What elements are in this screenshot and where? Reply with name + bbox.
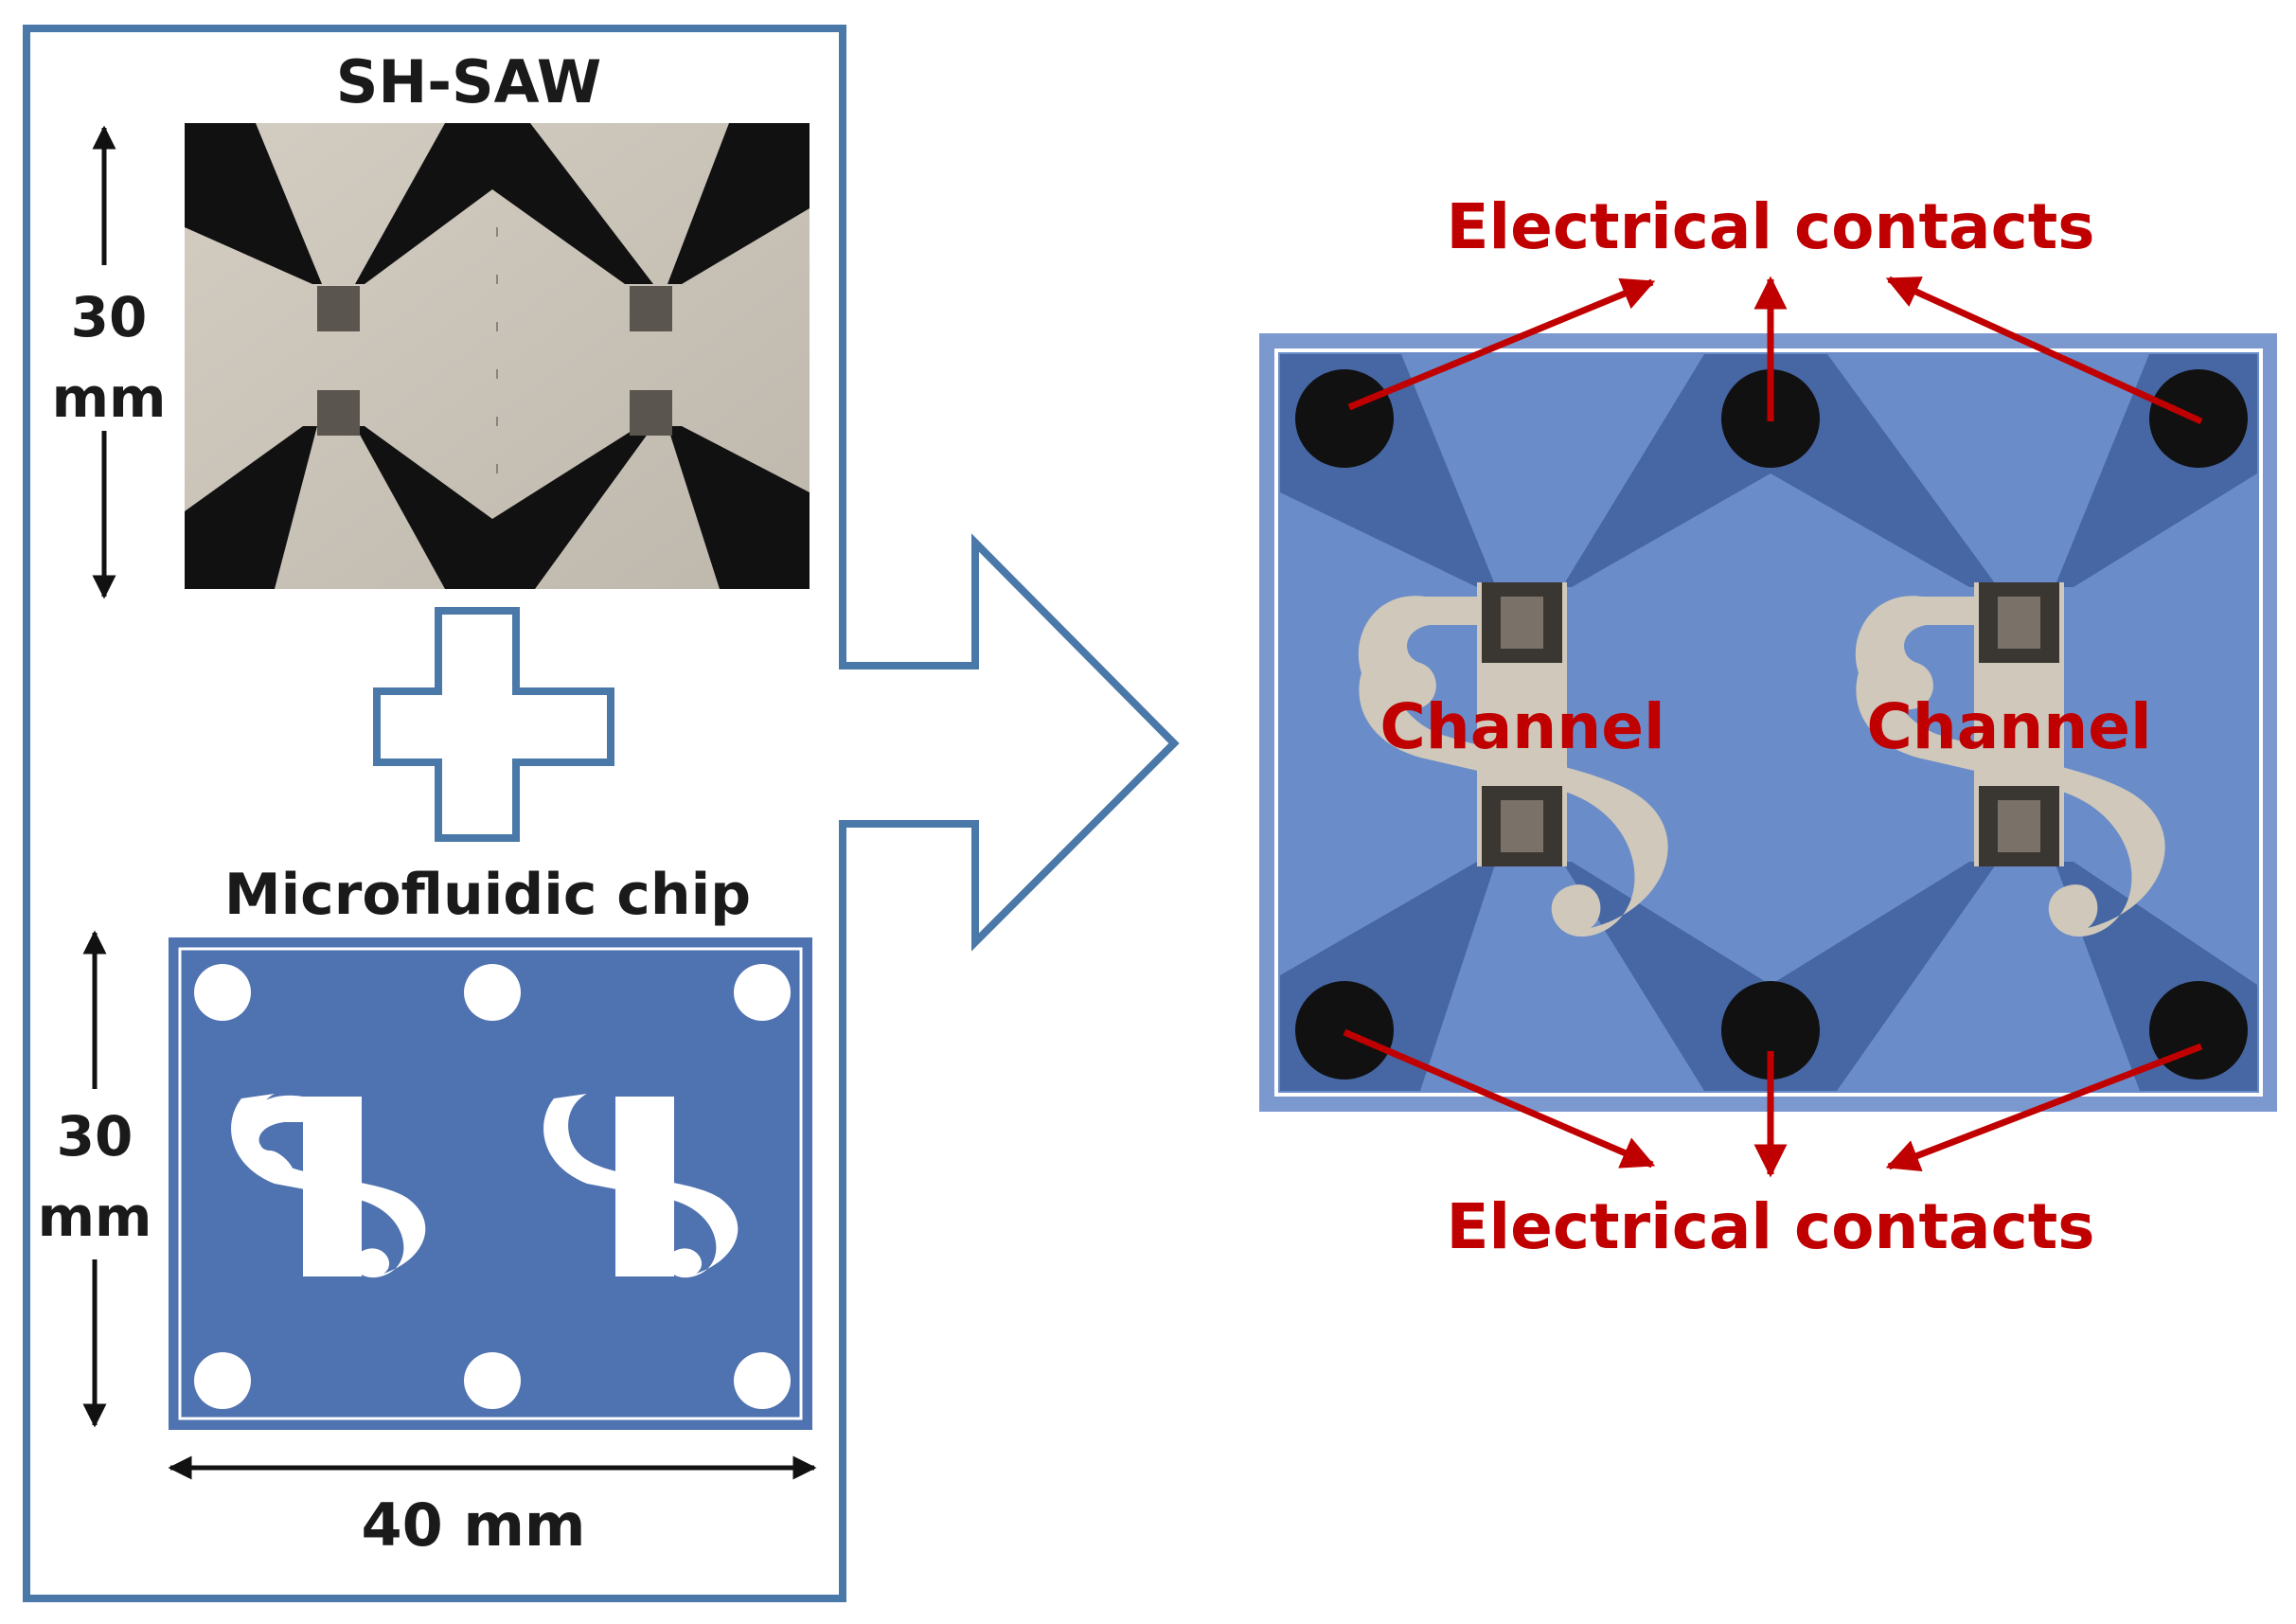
contact-arrow-top-right xyxy=(1885,276,2203,425)
chip-hole-top-middle xyxy=(464,964,521,1021)
contact-pad-bottom-left xyxy=(1295,981,1394,1080)
chip-title: Microfluidic chip xyxy=(224,862,751,928)
contact-pad-top-left xyxy=(1295,369,1394,468)
chip-hole-top-right xyxy=(734,964,791,1021)
microfluidic-chip xyxy=(169,937,812,1430)
channel-label-right: Channel xyxy=(1866,690,2151,763)
saw-height-unit: mm xyxy=(52,366,167,430)
chip-hole-bottom-left xyxy=(194,1352,251,1409)
chip-height-value: 30 xyxy=(57,1104,133,1169)
saw-height-value: 30 xyxy=(71,285,148,349)
channel-label-left: Channel xyxy=(1379,690,1664,763)
electrical-contacts-top-label: Electrical contacts xyxy=(1446,190,2094,263)
chip-hole-bottom-middle xyxy=(464,1352,521,1409)
idt-top-left xyxy=(317,286,360,331)
chip-hole-top-left xyxy=(194,964,251,1021)
electrode-top-right xyxy=(667,123,810,284)
right-panel: Electrical contacts xyxy=(1259,190,2277,1263)
assembled-device xyxy=(1259,333,2277,1112)
contact-arrow-top-left xyxy=(1347,277,1656,411)
device-electrode-bottom-middle xyxy=(1562,862,1998,1091)
electrode-bottom-left xyxy=(185,426,317,589)
plus-sign xyxy=(373,607,614,842)
chip-height-unit: mm xyxy=(38,1185,152,1249)
electrode-top-middle xyxy=(355,123,653,284)
contact-pad-bottom-right xyxy=(2149,981,2248,1080)
electrode-bottom-right xyxy=(667,426,810,589)
contact-arrow-bottom-right xyxy=(1885,1043,2203,1172)
idt-bottom-right xyxy=(630,390,672,436)
electrical-contacts-bottom-label: Electrical contacts xyxy=(1446,1190,2094,1263)
contact-arrow-bottom-left xyxy=(1343,1028,1656,1169)
contact-pad-bottom-middle xyxy=(1721,981,1820,1080)
idt-bottom-left xyxy=(317,390,360,436)
electrode-bottom-middle xyxy=(355,426,653,589)
chip-width-label: 40 mm xyxy=(361,1490,585,1560)
chip-channel-left xyxy=(231,1094,426,1278)
chip-hole-bottom-right xyxy=(734,1352,791,1409)
electrode-top-left xyxy=(185,123,322,284)
chip-channel-right xyxy=(543,1094,739,1278)
device-electrode-top-middle xyxy=(1562,354,1998,587)
saw-device-photo xyxy=(185,123,810,589)
left-panel: SH-SAW 30 mm Microfluidic chip xyxy=(23,25,1180,1602)
saw-title: SH-SAW xyxy=(336,47,602,116)
idt-top-right xyxy=(630,286,672,331)
